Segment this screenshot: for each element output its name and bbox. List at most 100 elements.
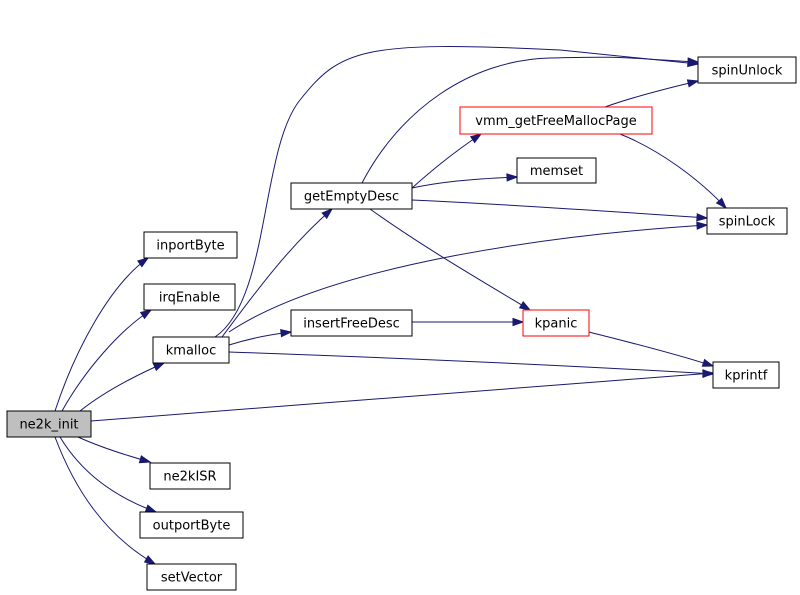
- node-box[interactable]: [712, 361, 780, 389]
- node-label: getEmptyDesc: [304, 190, 399, 205]
- edge-ne2k_init-to-ne2kISR: [77, 436, 152, 464]
- edge-kmalloc-to-insertFreeDesc: [228, 329, 293, 346]
- call-edges: [54, 46, 728, 565]
- edge-line: [411, 199, 708, 219]
- node-inportByte[interactable]: inportByte: [143, 231, 238, 259]
- arrowhead: [512, 317, 525, 327]
- arrowhead: [701, 358, 715, 367]
- function-nodes: ne2k_init inportByte irqEnable kmalloc ne2kI…: [6, 56, 797, 591]
- node-label: spinUnlock: [712, 64, 783, 79]
- edge-ne2k_init-to-outportByte: [59, 436, 158, 513]
- node-box[interactable]: [522, 309, 590, 337]
- edge-line: [221, 208, 333, 338]
- edge-line: [361, 56, 699, 184]
- node-insertFreeDesc[interactable]: insertFreeDesc: [290, 309, 413, 337]
- arrowhead: [137, 257, 150, 268]
- node-box[interactable]: [143, 283, 236, 311]
- edge-line: [54, 436, 156, 565]
- node-label: kpanic: [535, 317, 578, 332]
- arrowhead: [139, 309, 153, 320]
- edge-getEmptyDesc-to-kpanic: [369, 208, 532, 311]
- node-getEmptyDesc[interactable]: getEmptyDesc: [290, 182, 413, 210]
- edge-vmm_getFreeMallocPage-to-spinUnlock: [604, 79, 700, 108]
- edge-line: [59, 436, 157, 513]
- node-label: insertFreeDesc: [303, 317, 400, 332]
- node-label: outportByte: [153, 519, 231, 534]
- edge-ne2k_init-to-kprintf: [90, 369, 715, 422]
- node-kmalloc[interactable]: kmalloc: [152, 336, 230, 364]
- arrowhead: [144, 504, 158, 513]
- edge-insertFreeDesc-to-kpanic: [412, 317, 525, 327]
- node-vmm_getFreeMallocPage[interactable]: vmm_getFreeMallocPage: [459, 106, 653, 135]
- node-box[interactable]: [149, 462, 231, 490]
- arrowhead: [321, 208, 334, 220]
- node-memset[interactable]: memset: [516, 157, 597, 184]
- edge-ne2k_init-to-irqEnable: [61, 309, 153, 412]
- edge-kmalloc-to-kprintf: [228, 351, 715, 378]
- arrowhead: [469, 133, 483, 144]
- edge-line: [411, 133, 482, 189]
- node-setVector[interactable]: setVector: [146, 563, 237, 591]
- node-label: spinLock: [719, 215, 776, 230]
- arrowhead: [715, 197, 728, 210]
- edge-getEmptyDesc-to-memset: [411, 173, 519, 189]
- edge-line: [228, 224, 708, 333]
- arrowhead: [696, 221, 709, 230]
- edge-ne2k_init-to-kmalloc: [79, 362, 166, 412]
- node-kpanic[interactable]: kpanic: [522, 309, 590, 337]
- edge-ne2k_init-to-setVector: [54, 436, 157, 565]
- edge-kmalloc-to-spinUnlock: [214, 46, 700, 338]
- node-box[interactable]: [516, 157, 597, 184]
- node-box[interactable]: [290, 309, 413, 337]
- node-box[interactable]: [459, 106, 653, 135]
- node-box[interactable]: [290, 182, 413, 210]
- node-outportByte[interactable]: outportByte: [139, 511, 244, 539]
- edge-line: [77, 436, 151, 463]
- node-irqEnable[interactable]: irqEnable: [143, 283, 236, 311]
- edge-vmm_getFreeMallocPage-to-spinLock: [619, 133, 728, 210]
- node-label: ne2kISR: [163, 470, 216, 485]
- node-box[interactable]: [6, 410, 92, 438]
- edge-line: [214, 46, 699, 338]
- node-label: inportByte: [156, 239, 224, 254]
- node-box[interactable]: [139, 511, 244, 539]
- arrowhead: [152, 362, 166, 372]
- node-label: kprintf: [725, 369, 768, 384]
- node-ne2k_init[interactable]: ne2k_init: [6, 410, 92, 438]
- edge-getEmptyDesc-to-spinLock: [411, 199, 709, 222]
- node-label: memset: [530, 164, 583, 179]
- edge-ne2k_init-to-inportByte: [54, 257, 150, 412]
- arrowhead: [702, 369, 715, 378]
- node-box[interactable]: [143, 231, 238, 259]
- arrowhead: [687, 57, 700, 66]
- arrowhead: [518, 300, 532, 311]
- node-label: vmm_getFreeMallocPage: [475, 114, 636, 129]
- node-label: irqEnable: [159, 291, 220, 306]
- node-ne2kISR[interactable]: ne2kISR: [149, 462, 231, 490]
- edge-kmalloc-to-getEmptyDesc: [221, 208, 334, 338]
- node-spinLock[interactable]: spinLock: [706, 207, 788, 235]
- node-label: setVector: [161, 571, 223, 586]
- edge-kmalloc-to-spinLock: [228, 221, 709, 333]
- edge-getEmptyDesc-to-vmm_getFreeMallocPage: [411, 133, 483, 189]
- node-spinUnlock[interactable]: spinUnlock: [697, 56, 797, 84]
- node-box[interactable]: [697, 56, 797, 84]
- arrowhead: [280, 329, 293, 338]
- node-kprintf[interactable]: kprintf: [712, 361, 780, 389]
- edge-line: [54, 257, 149, 412]
- edge-getEmptyDesc-to-spinUnlock: [361, 56, 700, 184]
- edge-line: [61, 309, 152, 412]
- edge-line: [369, 208, 531, 311]
- node-box[interactable]: [152, 336, 230, 364]
- edge-line: [411, 176, 518, 189]
- edge-kpanic-to-kprintf: [588, 331, 715, 367]
- node-label: ne2k_init: [19, 418, 78, 433]
- edge-line: [228, 351, 714, 375]
- edge-line: [619, 133, 727, 209]
- arrowhead: [143, 555, 157, 565]
- node-box[interactable]: [706, 207, 788, 235]
- node-box[interactable]: [146, 563, 237, 591]
- node-label: kmalloc: [166, 344, 216, 359]
- edge-line: [90, 372, 714, 422]
